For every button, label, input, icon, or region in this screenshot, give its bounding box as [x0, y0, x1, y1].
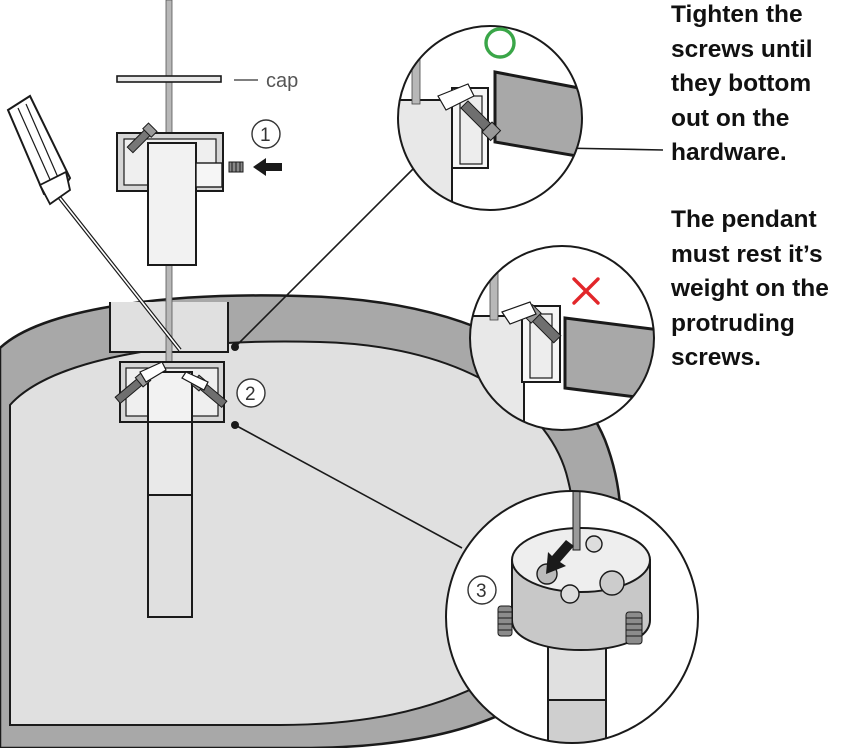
cap-label: cap [266, 70, 298, 92]
insert-arrow-icon [253, 158, 282, 176]
screwdriver [6, 94, 182, 352]
step-2-number: 2 [245, 384, 256, 405]
instruction-line: they bottom [671, 70, 812, 97]
detail-incorrect [469, 245, 655, 431]
instruction-line: Tighten the [671, 1, 803, 28]
lower-hardware: 2 [114, 361, 266, 423]
instruction-line: screws. [671, 344, 761, 371]
step-3-number: 3 [476, 581, 487, 602]
cap-disc [116, 75, 222, 83]
instruction-line: hardware. [671, 139, 787, 166]
instruction-line: screws until [671, 35, 813, 63]
instruction-line: weight on the [671, 275, 829, 302]
instruction-pendant-weight: The pendant must rest it’s weight on the… [671, 203, 829, 376]
step-1-number: 1 [260, 125, 271, 146]
step-2-circle [236, 378, 266, 408]
instruction-line: protruding [671, 309, 795, 337]
instruction-line: must rest it’s [671, 240, 823, 268]
detail-correct [397, 25, 583, 211]
detail-step-3: 3 [445, 490, 699, 744]
instruction-line: The pendant [671, 206, 817, 233]
turn-arrow-icon [546, 540, 574, 574]
upper-hardware: cap 1 [116, 70, 298, 266]
incorrect-cross-icon [572, 277, 600, 305]
step-3-circle [467, 575, 497, 605]
instruction-tighten-screws: Tighten the screws until they bottom out… [671, 0, 813, 171]
step-1-circle [251, 119, 281, 149]
loose-screw [228, 161, 244, 173]
correct-check-icon [484, 27, 516, 59]
instruction-line: out on the [671, 104, 790, 132]
